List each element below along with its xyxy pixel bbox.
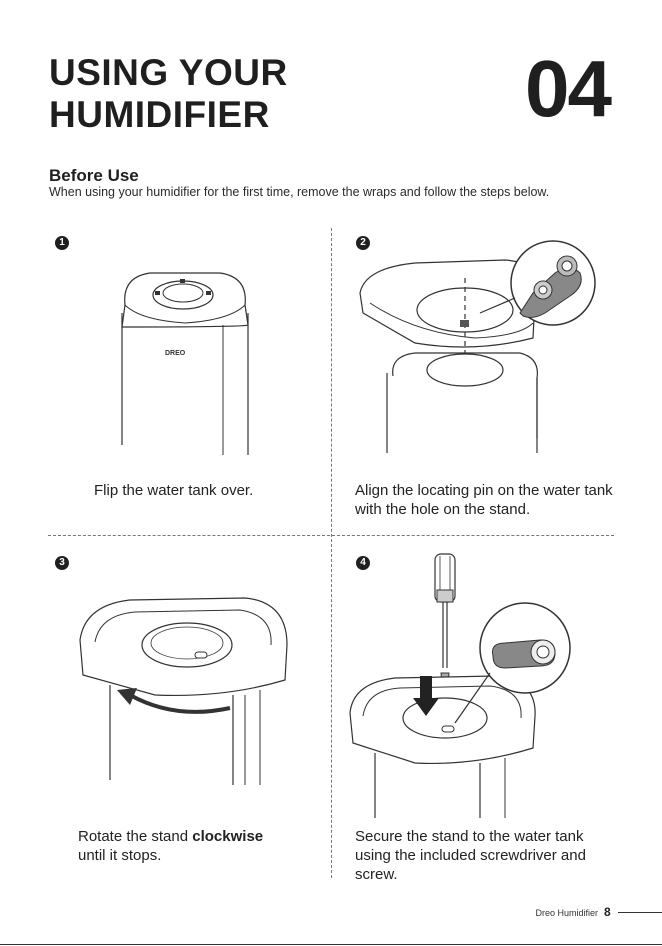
section-title: Before Use (49, 166, 139, 185)
step-1-badge: 1 (55, 236, 69, 250)
horizontal-divider (48, 535, 614, 536)
page-number: 8 (604, 905, 611, 919)
footer-brand: Dreo Humidifier (535, 908, 598, 918)
step-2-caption: Align the locating pin on the water tank… (355, 482, 613, 518)
step-3-caption-pre: Rotate the stand (78, 828, 193, 845)
page-title-line2: HUMIDIFIER (49, 94, 270, 135)
step-1-caption: Flip the water tank over. (94, 482, 254, 499)
section-description: When using your humidifier for the first… (49, 185, 550, 199)
page-bottom-rule (0, 944, 662, 945)
step-4-badge: 4 (356, 556, 370, 570)
page-title-line1: USING YOUR (49, 52, 288, 93)
vertical-divider (331, 228, 332, 878)
step-1-illustration: DREO (121, 272, 249, 455)
step-3-illustration (79, 597, 288, 785)
step-3-badge: 3 (55, 556, 69, 570)
page-title: USING YOUR HUMIDIFIER (49, 52, 288, 136)
chapter-number: 04 (525, 44, 612, 133)
step-3-caption-bold: clockwise (192, 828, 264, 845)
step-2-illustration (359, 240, 596, 453)
step-3-caption-post: until it stops. (78, 847, 162, 864)
dreo-logo: DREO (165, 350, 186, 357)
step-4-caption: Secure the stand to the water tank using… (355, 828, 586, 883)
step-4-illustration (349, 553, 571, 818)
step-2-badge: 2 (356, 236, 370, 250)
footer-rule (618, 912, 662, 913)
step-3-caption: Rotate the stand clockwise until it stops… (78, 827, 318, 865)
